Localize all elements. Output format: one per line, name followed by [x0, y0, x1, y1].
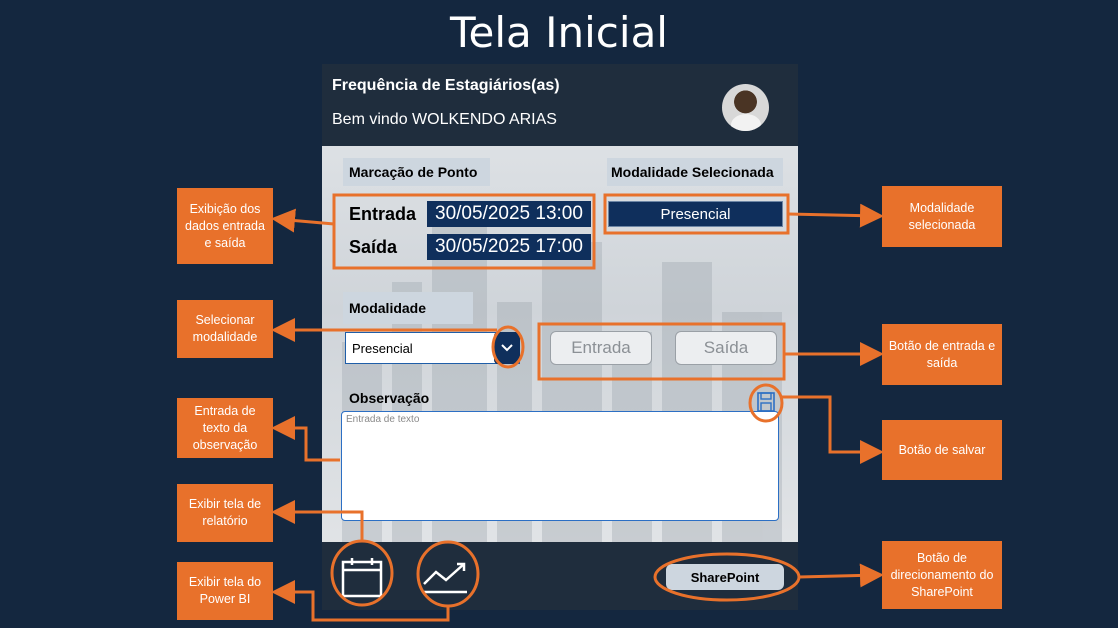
- arrow-sharepoint: [798, 563, 884, 588]
- annotation-entrada-texto: Entrada de texto da observação: [177, 398, 273, 458]
- modalidade-dropdown[interactable]: Presencial: [345, 332, 520, 364]
- calendar-icon[interactable]: [340, 556, 384, 600]
- entrada-label: Entrada: [349, 204, 417, 224]
- trend-chart-icon[interactable]: [420, 556, 470, 596]
- marcacao-ponto-label: Marcação de Ponto: [343, 158, 490, 186]
- app-footer: SharePoint: [322, 542, 798, 610]
- modalidade-selecionada-value: Presencial: [608, 201, 783, 227]
- app-screen: Frequência de Estagiários(as) Bem vindo …: [322, 64, 798, 610]
- sharepoint-button[interactable]: SharePoint: [666, 564, 784, 590]
- welcome-text: Bem vindo WOLKENDO ARIAS: [332, 111, 557, 128]
- observacao-input[interactable]: Entrada de texto: [341, 411, 779, 521]
- avatar[interactable]: [722, 84, 769, 131]
- observacao-placeholder: Entrada de texto: [346, 414, 420, 425]
- saida-label: Saída: [349, 237, 398, 257]
- chevron-down-icon: [501, 344, 513, 352]
- modalidade-selecionada-label: Modalidade Selecionada: [607, 158, 783, 186]
- entrada-datetime: 30/05/2025 13:00: [427, 201, 591, 227]
- modalidade-label: Modalidade: [343, 292, 473, 324]
- slide-title: Tela Inicial: [450, 8, 668, 57]
- modalidade-dropdown-value: Presencial: [352, 340, 413, 356]
- modalidade-dropdown-button[interactable]: [494, 332, 520, 364]
- saida-button[interactable]: Saída: [675, 331, 777, 365]
- saida-datetime: 30/05/2025 17:00: [427, 234, 591, 260]
- entrada-button[interactable]: Entrada: [550, 331, 652, 365]
- observacao-label: Observação: [349, 390, 430, 406]
- annotation-botao-entrada-saida: Botão de entrada e saída: [882, 324, 1002, 385]
- annotation-sharepoint: Botão de direcionamento do SharePoint: [882, 541, 1002, 609]
- annotation-exibicao: Exibição dos dados entrada e saída: [177, 188, 273, 264]
- annotation-modalidade-selecionada: Modalidade selecionada: [882, 186, 1002, 247]
- app-title: Frequência de Estagiários(as): [332, 77, 560, 94]
- annotation-relatorio: Exibir tela de relatório: [177, 484, 273, 542]
- save-icon[interactable]: [757, 392, 775, 412]
- annotation-selecionar-modalidade: Selecionar modalidade: [177, 300, 273, 358]
- annotation-powerbi: Exibir tela do Power BI: [177, 562, 273, 620]
- arrow-modalidade-selecionada: [787, 203, 884, 228]
- annotation-botao-salvar: Botão de salvar: [882, 420, 1002, 480]
- app-header: Frequência de Estagiários(as) Bem vindo …: [322, 64, 798, 146]
